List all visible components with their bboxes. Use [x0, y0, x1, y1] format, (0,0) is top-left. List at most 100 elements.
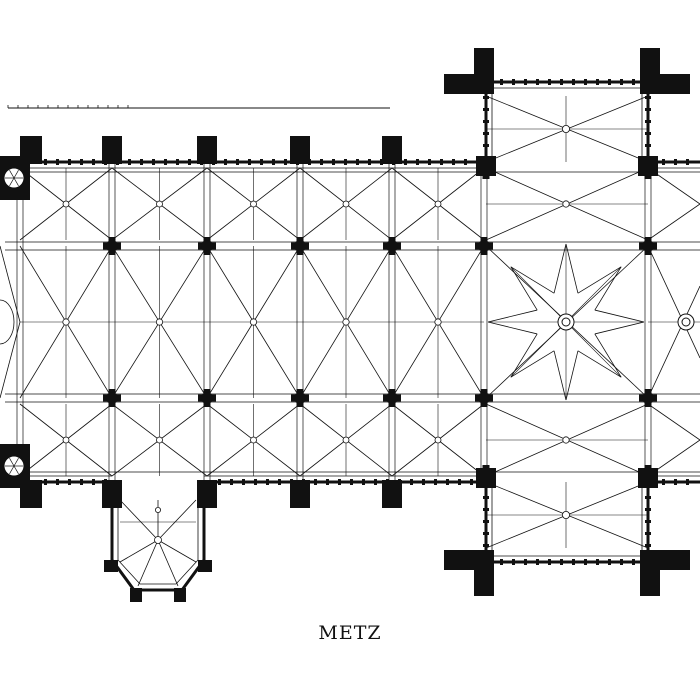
window-mullion — [584, 79, 587, 85]
buttress — [102, 480, 122, 508]
window-mullion — [92, 479, 95, 485]
vault-rib — [137, 539, 159, 587]
stair-step — [13, 458, 19, 467]
stair-step — [9, 177, 15, 186]
window-mullion — [92, 159, 95, 165]
window-mullion — [326, 479, 329, 485]
window-mullion — [560, 559, 563, 565]
window-mullion — [230, 479, 233, 485]
window-mullion — [662, 479, 665, 485]
vault-rib — [647, 403, 700, 441]
window-mullion — [560, 79, 563, 85]
keystone — [561, 317, 571, 327]
vault-rib — [577, 266, 622, 294]
window-mullion — [332, 159, 335, 165]
stair-step — [13, 465, 19, 474]
window-mullion — [584, 559, 587, 565]
window-mullion — [483, 132, 489, 135]
vault-rib — [647, 203, 700, 241]
pier-core — [386, 392, 398, 404]
vault-rib — [119, 499, 159, 541]
pier-core — [106, 240, 118, 252]
vault-rib — [565, 321, 622, 378]
window-mullion — [645, 508, 651, 511]
window-mullion — [536, 559, 539, 565]
window-mullion — [248, 159, 251, 165]
vault-rib — [647, 245, 700, 359]
window-mullion — [404, 159, 407, 165]
window-mullion — [374, 479, 377, 485]
vault-rib — [119, 539, 159, 563]
keystone — [562, 200, 570, 208]
buttress — [476, 468, 496, 488]
window-mullion — [56, 479, 59, 485]
window-mullion — [572, 79, 575, 85]
window-mullion — [242, 479, 245, 485]
keystone — [562, 436, 570, 444]
pier-core — [294, 392, 306, 404]
buttress — [104, 560, 118, 572]
window-mullion — [620, 559, 623, 565]
keystone — [434, 200, 442, 208]
window-mullion — [645, 532, 651, 535]
keystone — [342, 200, 350, 208]
buttress — [638, 156, 658, 176]
buttress — [290, 136, 310, 164]
window-mullion — [446, 479, 449, 485]
vault-rib — [487, 309, 538, 323]
vault-ribs — [0, 95, 700, 587]
window-mullion — [548, 559, 551, 565]
buttress — [130, 588, 142, 602]
window-mullion — [632, 559, 635, 565]
window-mullion — [224, 159, 227, 165]
pier-core — [294, 240, 306, 252]
pier-core — [201, 392, 213, 404]
window-mullion — [483, 532, 489, 535]
window-mullion — [80, 159, 83, 165]
pier-core — [642, 392, 654, 404]
window-mullion — [176, 159, 179, 165]
window-mullion — [254, 479, 257, 485]
buttress — [382, 480, 402, 508]
window-mullion — [188, 159, 191, 165]
keystone — [250, 436, 257, 444]
window-mullion — [674, 159, 677, 165]
buttress — [290, 480, 310, 508]
window-mullion — [314, 479, 317, 485]
stair-step — [13, 170, 19, 179]
window-mullion — [164, 159, 167, 165]
window-mullion — [608, 79, 611, 85]
window-mullion — [452, 159, 455, 165]
window-mullion — [536, 79, 539, 85]
vault-rib — [594, 309, 645, 323]
window-mullion — [596, 559, 599, 565]
window-mullion — [410, 479, 413, 485]
vault-rib — [510, 333, 538, 378]
window-mullion — [645, 144, 651, 147]
keystone — [156, 436, 163, 444]
window-mullion — [344, 159, 347, 165]
vault-rib — [565, 243, 579, 294]
window-mullion — [236, 159, 239, 165]
window-mullion — [380, 159, 383, 165]
window-mullion — [548, 79, 551, 85]
buttress — [197, 480, 217, 508]
window-mullion — [483, 520, 489, 523]
window-mullion — [632, 79, 635, 85]
stair-step — [9, 465, 15, 474]
stair-step — [9, 170, 15, 179]
window-mullion — [483, 496, 489, 499]
buttress — [174, 588, 186, 602]
vault-rib — [0, 245, 21, 323]
window-mullion — [464, 159, 467, 165]
pier-core — [106, 392, 118, 404]
window-mullion — [645, 108, 651, 111]
keystone — [562, 125, 571, 134]
window-mullion — [152, 159, 155, 165]
window-mullion — [512, 559, 515, 565]
window-mullion — [500, 559, 503, 565]
vault-rib — [0, 321, 21, 399]
keystone — [62, 318, 70, 326]
window-mullion — [284, 159, 287, 165]
